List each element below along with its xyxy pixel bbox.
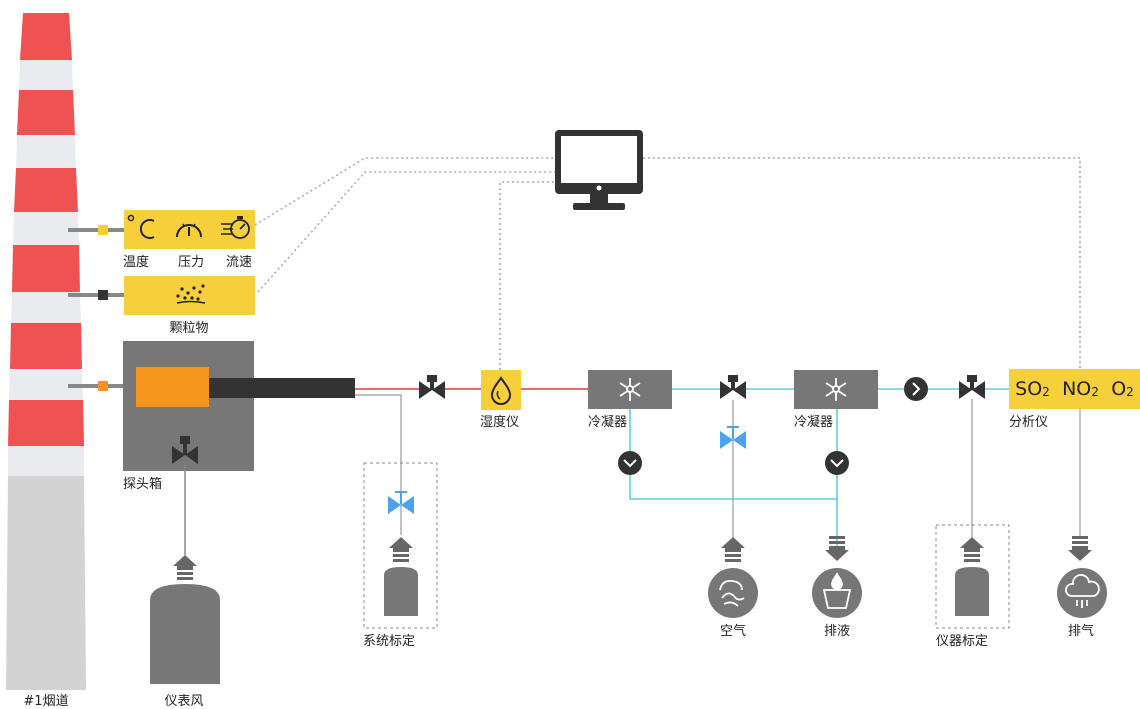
chimney-label: #1烟道 <box>23 694 69 709</box>
drain-label: 排液 <box>823 624 851 639</box>
particulate-sensor-box <box>124 276 255 315</box>
humidity-meter <box>481 370 521 410</box>
instrument-air-tank <box>150 555 220 684</box>
system-calibration-group <box>363 462 438 629</box>
instrument-calibration-group <box>935 399 1010 629</box>
exhaust-label: 排气 <box>1067 624 1095 639</box>
exhaust-outlet <box>1057 409 1107 618</box>
gas-so2: SO2 <box>1015 378 1050 400</box>
condenser-1 <box>588 370 672 409</box>
condenser-valve-icon <box>720 375 746 399</box>
pressure-label: 压力 <box>178 255 205 270</box>
flow-speed-icon <box>221 216 250 239</box>
instrument-air-label: 仪表风 <box>164 694 204 709</box>
gas-o2: O2 <box>1111 378 1134 400</box>
particulates-label: 颗粒物 <box>169 321 209 336</box>
condenser-1-label: 冷凝器 <box>588 415 628 430</box>
snowflake-icon <box>825 378 847 401</box>
condenser-2 <box>794 370 878 409</box>
tpf-sensor-box <box>124 210 255 249</box>
sample-valve-icon <box>419 375 445 399</box>
humidity-meter-label: 湿度仪 <box>480 415 520 430</box>
condenser-2-label: 冷凝器 <box>794 415 834 430</box>
probe-box-label: 探头箱 <box>123 477 163 492</box>
drain-bucket-icon <box>822 572 852 609</box>
air-label: 空气 <box>719 624 747 639</box>
wind-icon <box>719 580 745 607</box>
gas-no2: NO2 <box>1062 378 1099 400</box>
monitor-icon <box>555 130 643 210</box>
sample-pump-icon <box>904 377 928 401</box>
drain-pump-1-icon <box>618 451 642 475</box>
temperature-label: 温度 <box>123 255 150 270</box>
signal-lines <box>254 157 1081 370</box>
analyzer-valve-icon <box>959 375 985 399</box>
drain-outlet <box>812 536 862 618</box>
flow-label: 流速 <box>226 255 253 270</box>
instrument-calibration-label: 仪器标定 <box>936 634 989 649</box>
air-intake <box>708 537 758 618</box>
water-drop-icon <box>490 376 512 405</box>
pressure-gauge-icon <box>176 223 202 238</box>
analyzer-label: 分析仪 <box>1009 415 1049 430</box>
calibration-valve-icon <box>388 491 414 514</box>
drain-pump-2-icon <box>825 451 849 475</box>
air-valve-icon <box>720 426 746 449</box>
probe-box <box>123 341 355 471</box>
particles-icon <box>176 284 206 304</box>
temperature-icon <box>127 214 155 239</box>
analyzer-box: SO2 NO2 O2 <box>1009 369 1140 409</box>
cloud-icon <box>1065 574 1100 608</box>
gas-line-cyan <box>629 388 1009 546</box>
system-calibration-label: 系统标定 <box>363 634 416 649</box>
chimney <box>6 13 86 690</box>
snowflake-icon <box>619 378 641 401</box>
calibration-branch-line <box>355 394 402 535</box>
probe-valve-icon <box>172 436 198 464</box>
sensor-connectors <box>68 225 138 391</box>
